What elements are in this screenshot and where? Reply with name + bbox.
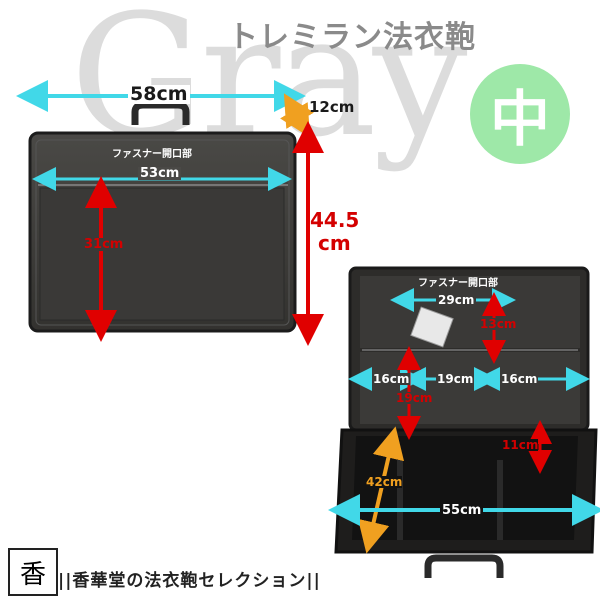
size-badge: 中 <box>470 64 570 164</box>
open-pocket-height-label: 13cm <box>480 317 517 331</box>
open-bag <box>334 266 598 578</box>
lid-section-label: 19cm <box>396 391 433 405</box>
height-unit-label: cm <box>318 231 351 255</box>
base-depth-label: 11cm <box>502 438 539 452</box>
depth-arrow <box>280 93 314 138</box>
pocket-left-label: 16cm <box>372 372 411 386</box>
depth-label: 12cm <box>309 98 355 116</box>
zip-width-label: 53cm <box>138 166 182 181</box>
pocket-right-label: 16cm <box>500 372 539 386</box>
shop-seal-logo: 香 <box>8 548 58 596</box>
closed-bag <box>28 101 297 333</box>
zip-label: ファスナー開口部 <box>112 149 192 160</box>
shop-name: ||香華堂の法衣鞄セレクション|| <box>58 571 321 591</box>
height-label: 44.5 <box>310 208 360 232</box>
open-zip-label: ファスナー開口部 <box>418 278 498 289</box>
pocket-mid-label: 19cm <box>436 372 475 386</box>
open-zip-width-label: 29cm <box>436 293 477 307</box>
pocket-height-label: 31cm <box>84 237 124 252</box>
base-length-label: 42cm <box>366 475 403 489</box>
width-label: 58cm <box>128 83 190 105</box>
base-width-label: 55cm <box>440 503 484 518</box>
page-title: トレミラン法衣鞄 <box>228 20 476 55</box>
